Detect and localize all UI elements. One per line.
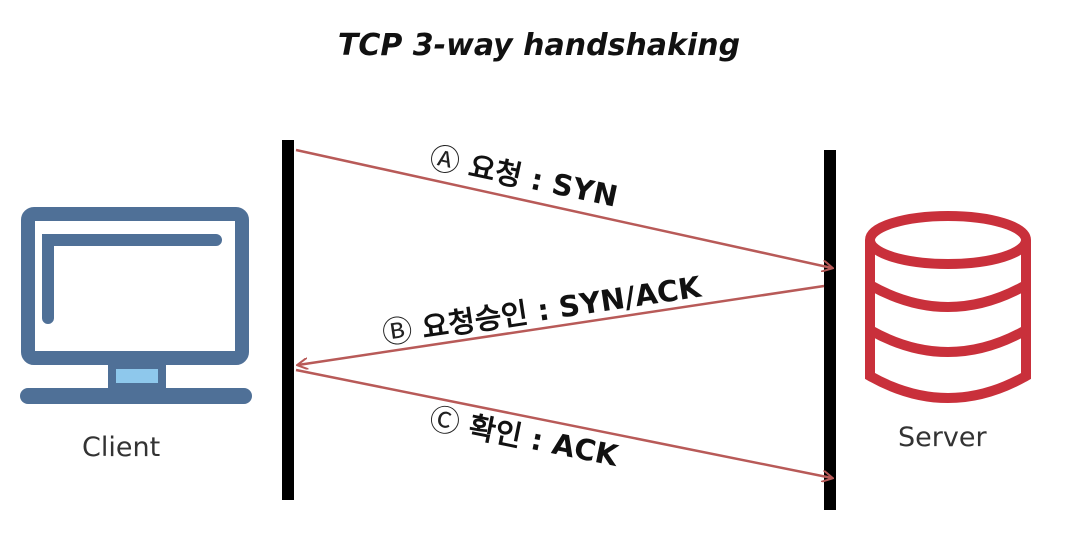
syn-ack-arrow [298,284,825,365]
database-server-icon [865,211,1031,403]
server-label: Server [898,422,987,453]
syn-arrow [295,148,832,268]
step-b-text: 요청승인 : SYN/ACK [420,270,705,345]
step-a-marker: Ⓐ [426,141,463,181]
step-c-label: Ⓒ 확인 : ACK [426,402,622,474]
client-label: Client [82,432,161,463]
step-b-marker: Ⓑ [380,313,415,352]
computer-monitor-icon [20,207,252,404]
step-a-label: Ⓐ 요청 : SYN [426,141,620,214]
step-c-marker: Ⓒ [426,402,462,442]
ack-arrow [295,368,832,478]
diagram-title: TCP 3-way handshaking [337,28,741,63]
